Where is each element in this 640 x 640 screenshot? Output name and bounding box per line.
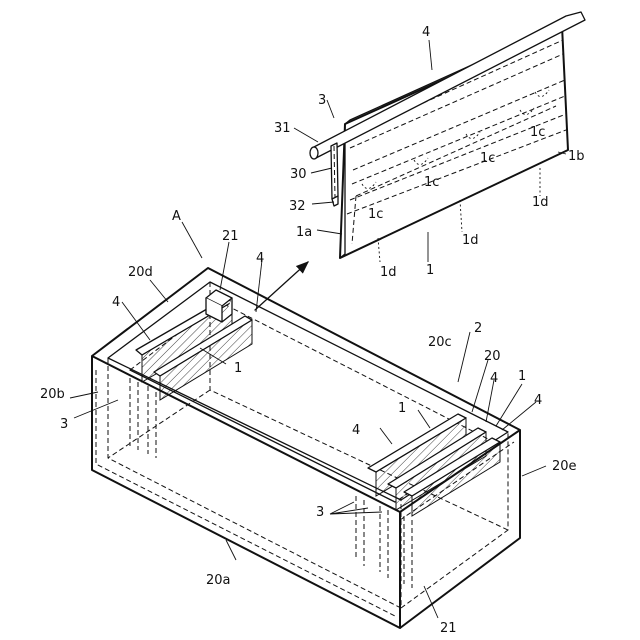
- label-4-top: 4: [422, 25, 430, 40]
- label-1c-a: 1c: [368, 207, 383, 222]
- label-3-top: 3: [318, 93, 326, 108]
- label-20c: 20c: [428, 335, 452, 350]
- label-4-left-b: 4: [112, 295, 120, 310]
- label-3-bottom: 3: [316, 505, 324, 520]
- label-32: 32: [289, 199, 306, 214]
- label-1-right-a: 1: [518, 369, 526, 384]
- label-20e: 20e: [552, 459, 577, 474]
- label-1c-c: 1c: [480, 151, 495, 166]
- label-1-left: 1: [234, 361, 242, 376]
- label-1d-a: 1d: [532, 195, 549, 210]
- label-21-top: 21: [222, 229, 239, 244]
- label-1c-d: 1c: [530, 125, 545, 140]
- label-1c-b: 1c: [424, 175, 439, 190]
- label-4-right-a: 4: [490, 371, 498, 386]
- label-4-left-a: 4: [256, 251, 264, 266]
- label-1b: 1b: [568, 149, 585, 164]
- label-2: 2: [474, 321, 482, 336]
- label-4-right-b: 4: [534, 393, 542, 408]
- label-1d-c: 1d: [380, 265, 397, 280]
- label-21-bottom: 21: [440, 621, 457, 636]
- label-30: 30: [290, 167, 307, 182]
- label-20a: 20a: [206, 573, 231, 588]
- rod-31-end: [310, 147, 318, 159]
- lift-arrow: [255, 262, 308, 310]
- label-31: 31: [274, 121, 291, 136]
- label-A: A: [172, 209, 181, 224]
- label-3-left: 3: [60, 417, 68, 432]
- label-4-right-c: 4: [352, 423, 360, 438]
- label-1d-b: 1d: [462, 233, 479, 248]
- label-1a: 1a: [296, 225, 312, 240]
- left-legs: [130, 378, 156, 458]
- label-1-right-b: 1: [398, 401, 406, 416]
- label-20: 20: [484, 349, 501, 364]
- label-20b: 20b: [40, 387, 65, 402]
- label-20d: 20d: [128, 265, 153, 280]
- label-1-top: 1: [426, 263, 434, 278]
